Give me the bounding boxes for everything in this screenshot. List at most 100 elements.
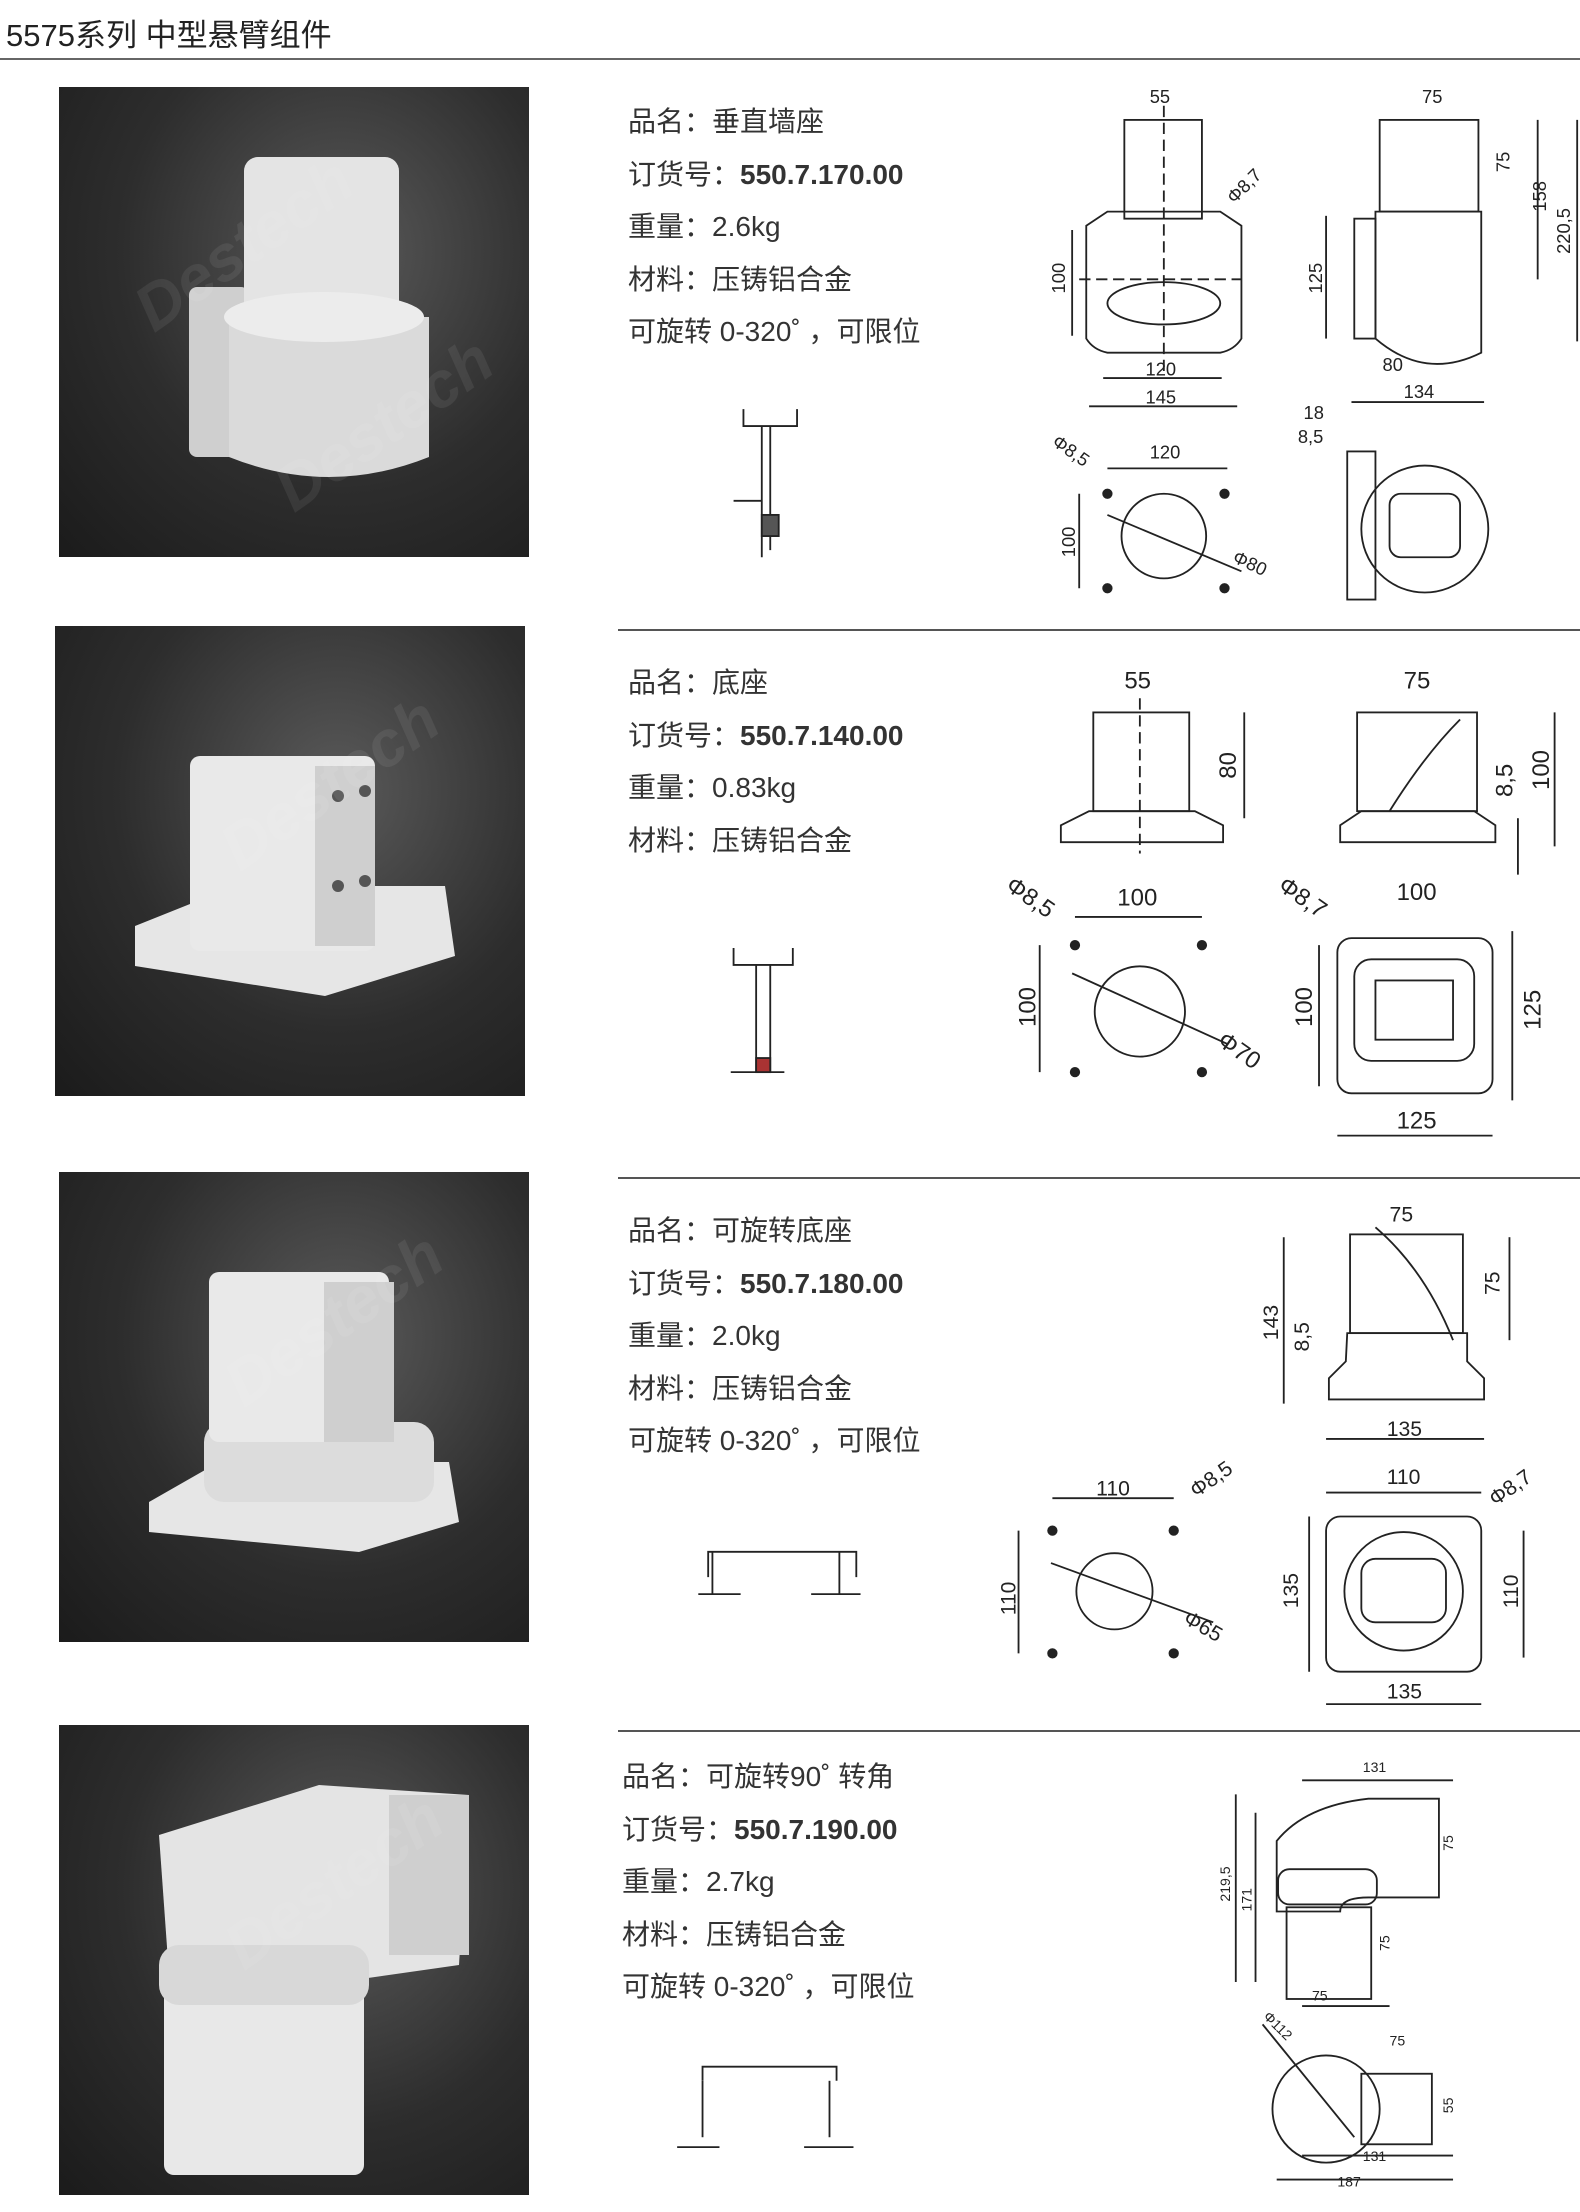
material-label: 材料： — [628, 263, 713, 295]
base-schematic-icon — [730, 948, 794, 1074]
dimension-label: Φ8,5 — [1186, 1457, 1237, 1502]
weight-value: 2.0kg — [712, 1320, 781, 1351]
weight-label: 重量： — [628, 1320, 713, 1351]
rotation-note: 可旋转 0-320˚ ，可限位 — [628, 316, 921, 347]
rotating-base-top-view — [1308, 1491, 1525, 1706]
rotation-note: 可旋转 0-320˚ ，可限位 — [628, 1425, 921, 1456]
dimension-label: 143 — [1260, 1305, 1283, 1340]
order-label: 订货号： — [628, 158, 741, 190]
material-value: 压铸铝合金 — [712, 824, 853, 856]
weight-value: 2.7kg — [706, 1866, 775, 1897]
name-label: 品名： — [628, 667, 713, 698]
wall-mount-front-view — [1071, 105, 1243, 408]
dimension-label: 18 — [1304, 402, 1324, 423]
dimension-label: 125 — [1520, 990, 1547, 1030]
dimension-label: 134 — [1404, 381, 1435, 402]
dimension-label: 75 — [1404, 667, 1431, 694]
wall-mount-top-view — [1346, 450, 1490, 601]
dimension-label: 55 — [1124, 667, 1151, 694]
dimension-label: 75 — [1440, 1835, 1456, 1851]
corner-top-view — [1261, 2023, 1454, 2181]
wall-mount-schematic-icon — [733, 409, 798, 558]
section-divider — [618, 629, 1580, 631]
dimension-label: 100 — [1397, 879, 1437, 906]
order-label: 订货号： — [622, 1813, 735, 1845]
product-name: 垂直墙座 — [712, 106, 825, 137]
material-label: 材料： — [622, 1918, 707, 1950]
rotation-note: 可旋转 0-320˚ ，可限位 — [622, 1971, 915, 2002]
corner-schematic-icon — [677, 2065, 854, 2149]
dimension-label: 125 — [1305, 263, 1326, 294]
dimension-label: 75 — [1377, 1935, 1393, 1951]
name-label: 品名： — [628, 106, 713, 137]
dimension-label: 75 — [1390, 2033, 1406, 2049]
order-label: 订货号： — [628, 1267, 741, 1299]
dimension-label: 100 — [1048, 263, 1069, 294]
base-front-view — [1059, 698, 1246, 854]
dimension-label: Φ8,5 — [1001, 872, 1059, 924]
dimension-label: Φ8,7 — [1222, 164, 1265, 207]
dimension-label: 120 — [1150, 441, 1181, 462]
dimension-label: 100 — [1117, 885, 1157, 912]
rotating-base-side-view — [1282, 1226, 1511, 1440]
dimension-label: 100 — [1058, 527, 1079, 558]
dimension-label: 135 — [1387, 1681, 1422, 1704]
dimension-label: 135 — [1280, 1573, 1303, 1608]
dimension-label: 187 — [1337, 2174, 1361, 2190]
section-divider — [618, 1177, 1580, 1179]
dimension-label: 125 — [1397, 1108, 1437, 1135]
dimension-label: 120 — [1146, 358, 1177, 379]
title-divider — [0, 58, 1580, 60]
product-info-corner: 品名：可旋转90˚ 转角 订货号：550.7.190.00 重量：2.7kg 材… — [622, 1751, 915, 2014]
weight-label: 重量： — [622, 1866, 707, 1897]
product-photo-corner: Destech — [59, 1725, 529, 2195]
section-divider — [618, 1730, 1580, 1732]
dimension-label: Φ80 — [1230, 546, 1271, 580]
weight-value: 0.83kg — [712, 772, 797, 803]
order-number: 550.7.140.00 — [740, 719, 904, 751]
dimension-label: 131 — [1363, 1759, 1387, 1775]
weight-value: 2.6kg — [712, 211, 781, 242]
weight-label: 重量： — [628, 772, 713, 803]
weight-label: 重量： — [628, 211, 713, 242]
dimension-label: 110 — [998, 1582, 1021, 1616]
page-title: 5575系列 中型悬臂组件 — [6, 18, 332, 53]
dimension-label: 100 — [1528, 750, 1555, 790]
dimension-label: 131 — [1363, 2148, 1387, 2164]
product-name: 底座 — [712, 667, 769, 698]
dimension-label: 55 — [1440, 2097, 1456, 2113]
rotating-base-schematic-icon — [698, 1550, 861, 1596]
dimension-label: 8,5 — [1291, 1322, 1314, 1351]
dimension-label: 75 — [1422, 86, 1442, 107]
dimension-label: 158 — [1529, 181, 1550, 212]
base-bolt-pattern — [1038, 916, 1228, 1078]
dimension-label: 145 — [1146, 386, 1177, 407]
dimension-label: Φ70 — [1213, 1027, 1266, 1075]
dimension-label: Φ8,5 — [1049, 430, 1094, 470]
product-photo-base: Destech — [55, 626, 525, 1096]
dimension-label: Φ112 — [1260, 2008, 1295, 2043]
product-name: 可旋转90˚ 转角 — [706, 1761, 895, 1792]
dimension-label: 100 — [1014, 987, 1041, 1027]
base-side-view — [1339, 711, 1556, 875]
material-value: 压铸铝合金 — [712, 263, 853, 295]
product-info-wall-mount: 品名：垂直墙座 订货号：550.7.170.00 重量：2.6kg 材料：压铸铝… — [628, 96, 921, 359]
material-value: 压铸铝合金 — [712, 1372, 853, 1404]
dimension-label: 110 — [1096, 1477, 1130, 1500]
dimension-label: Φ8,7 — [1485, 1465, 1536, 1510]
name-label: 品名： — [622, 1761, 707, 1792]
dimension-label: 75 — [1390, 1204, 1414, 1227]
product-info-rotating-base: 品名：可旋转底座 订货号：550.7.180.00 重量：2.0kg 材料：压铸… — [628, 1205, 921, 1468]
order-number: 550.7.190.00 — [734, 1813, 898, 1845]
dimension-label: Φ8,7 — [1273, 872, 1331, 924]
dimension-label: 135 — [1387, 1418, 1422, 1441]
dimension-label: 8,5 — [1298, 426, 1323, 447]
wall-mount-side-view — [1325, 118, 1579, 403]
wall-mount-bolt-pattern — [1078, 467, 1242, 594]
dimension-label: 75 — [1492, 152, 1513, 172]
dimension-label: 75 — [1482, 1271, 1505, 1295]
base-top-view — [1318, 931, 1514, 1137]
dimension-label: 219,5 — [1217, 1866, 1233, 1901]
name-label: 品名： — [628, 1215, 713, 1246]
